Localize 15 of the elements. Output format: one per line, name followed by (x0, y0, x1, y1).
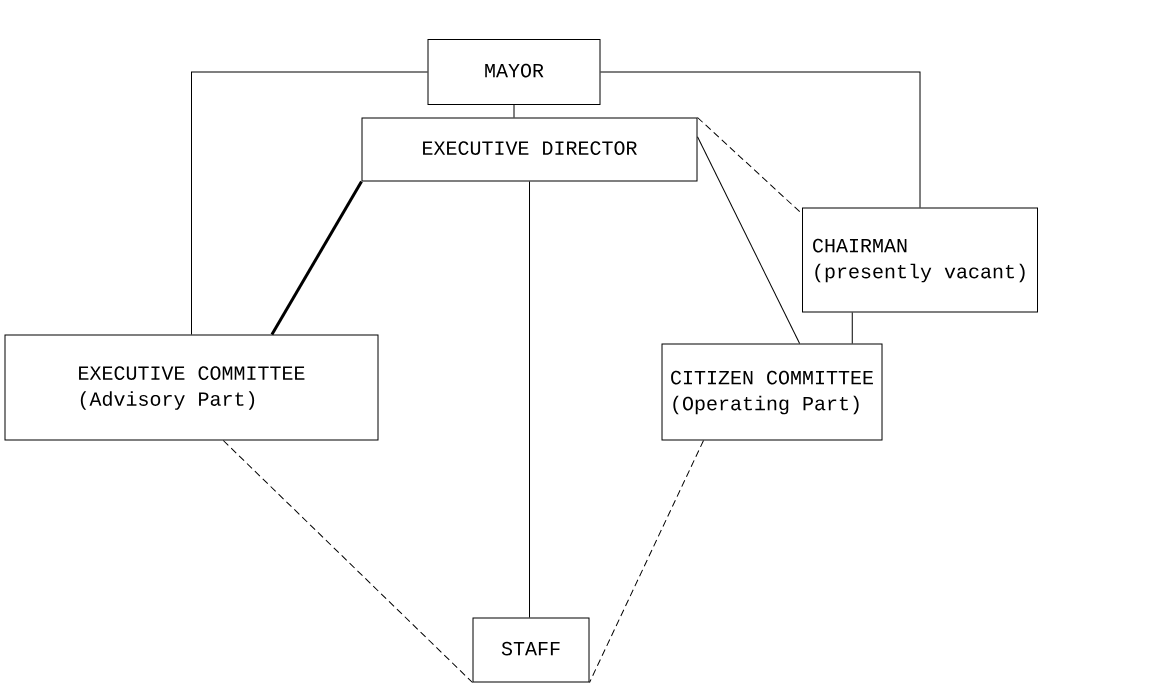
org-box: STAFF (472, 617, 590, 683)
org-box: CHAIRMAN (presently vacant) (802, 207, 1038, 313)
connector-line (600, 71, 921, 208)
connector-line (270, 180, 363, 336)
connector-line (529, 181, 530, 618)
org-box: EXECUTIVE COMMITTEE (Advisory Part) (4, 334, 379, 441)
connector-line (851, 312, 853, 344)
connector-line (513, 104, 515, 118)
org-box: CITIZEN COMMITTEE (Operating Part) (661, 343, 883, 441)
connector-line (589, 440, 704, 683)
connector-line (191, 71, 428, 335)
org-box: EXECUTIVE DIRECTOR (361, 117, 698, 182)
connector-line (222, 440, 473, 683)
org-box: MAYOR (427, 39, 601, 105)
connector-line (697, 136, 801, 344)
